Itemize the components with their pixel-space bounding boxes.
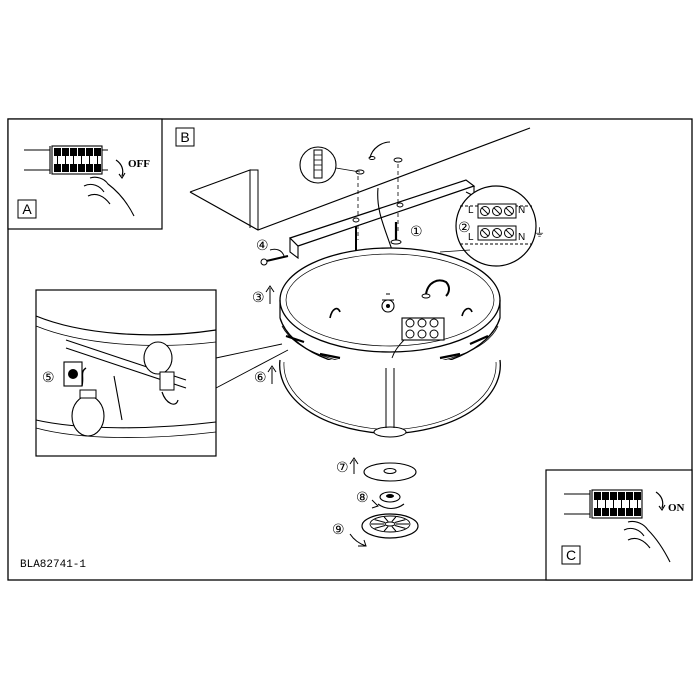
panel-a: A OFF (7, 118, 163, 230)
step-3-label: ③ (252, 289, 265, 305)
step-1-label: ① (410, 223, 423, 239)
panel-a-off-label: OFF (128, 158, 150, 170)
document-code: BLA82741-1 (20, 559, 86, 571)
ceiling (189, 127, 531, 231)
step-2-label: ② (458, 219, 471, 235)
dowel-callout (299, 146, 361, 184)
panel-c-switch (564, 489, 671, 563)
step-7-label: ⑦ (336, 459, 349, 475)
step-3-arrow (265, 285, 275, 304)
step-6-arrow (267, 365, 277, 384)
svg-text:⏚: ⏚ (534, 226, 545, 239)
screw-guide-lines (357, 164, 399, 240)
step-9-label: ⑨ (332, 521, 345, 537)
glass-shade (279, 359, 501, 438)
lamp-base (279, 247, 501, 371)
panel-b-letter: B (180, 129, 189, 145)
panel-a-switch (24, 145, 135, 217)
step-7-arrow (349, 457, 359, 474)
zoom-callout-leader (215, 343, 289, 389)
nut-8 (371, 491, 405, 510)
step-8-label: ⑧ (356, 489, 369, 505)
panel-c: C ON (545, 469, 693, 581)
panel-b-letter-box (175, 127, 195, 147)
mounting-bracket (288, 179, 476, 260)
step-4-label: ④ (256, 237, 269, 253)
panel-c-box (545, 469, 693, 581)
panel-c-on-label: ON (668, 502, 685, 514)
step-6-label: ⑥ (254, 369, 267, 385)
side-screw-4 (260, 248, 289, 266)
step-5-label: ⑤ (42, 369, 55, 385)
terminal-bottom-left-label: L (468, 232, 474, 243)
panel-a-letter-box (17, 199, 37, 219)
bulb-detail-panel (35, 289, 217, 457)
panel-c-letter: C (566, 547, 576, 563)
washer-7 (363, 462, 417, 482)
finial-9 (349, 513, 419, 547)
terminal-top-left-label: L (468, 205, 474, 216)
panel-c-letter-box (561, 545, 581, 565)
outer-frame (7, 118, 693, 581)
panel-a-letter: A (22, 201, 32, 217)
terminal-callout: ⏚ (439, 185, 545, 267)
terminal-top-right-label: N (518, 205, 525, 216)
terminal-bottom-right-label: N (518, 232, 525, 243)
